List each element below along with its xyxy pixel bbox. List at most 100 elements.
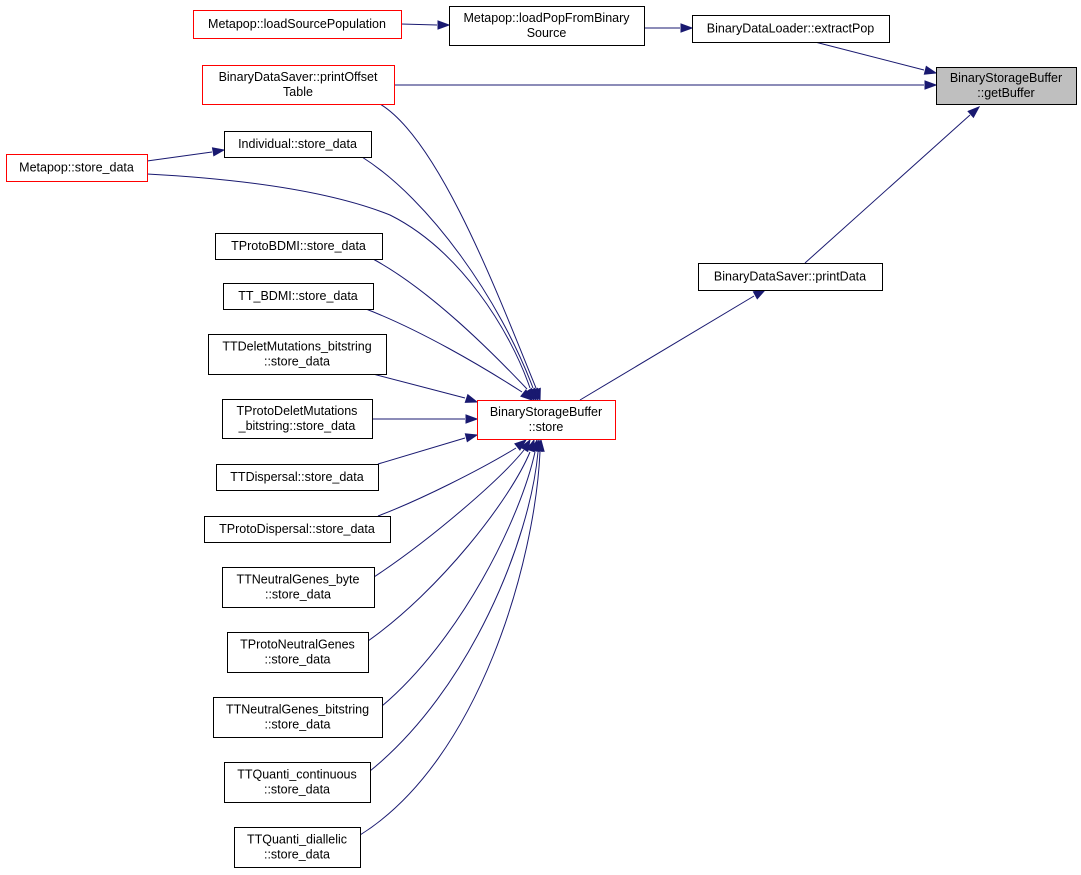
node-box — [216, 464, 379, 491]
arrowhead — [464, 433, 479, 443]
nodes-layer: BinaryStorageBuffer::getBufferBinaryData… — [6, 6, 1077, 868]
edge-line — [400, 23, 438, 26]
edge-extractPop-to-getBuffer — [814, 41, 938, 75]
node-box — [204, 516, 391, 543]
node-label: ::store_data — [264, 718, 330, 732]
arrowhead — [967, 106, 981, 119]
node-box — [208, 334, 387, 375]
node-ttNeutralBitstring[interactable]: TTNeutralGenes_bitstring::store_data — [213, 697, 383, 738]
node-extractPop[interactable]: BinaryDataLoader::extractPop — [692, 15, 890, 43]
node-label: BinaryDataLoader::extractPop — [707, 22, 875, 36]
arrowhead — [437, 20, 451, 30]
node-label: BinaryStorageBuffer — [490, 405, 602, 419]
node-ttDeletMutBitstring[interactable]: TTDeletMutations_bitstring::store_data — [208, 334, 387, 375]
node-label: TProtoDeletMutations — [237, 404, 358, 418]
node-individualStore[interactable]: Individual::store_data — [224, 131, 372, 158]
edge-line — [379, 103, 537, 389]
node-ttBDMI[interactable]: TT_BDMI::store_data — [223, 283, 374, 310]
node-label: Table — [283, 85, 313, 99]
arrowhead — [752, 289, 767, 300]
node-label: Individual::store_data — [238, 137, 357, 151]
node-label: TProtoBDMI::store_data — [231, 239, 366, 253]
node-box — [936, 67, 1077, 105]
node-label: TTQuanti_continuous — [237, 768, 357, 782]
node-label: ::store_data — [265, 588, 331, 602]
edge-ttBDMI-to-store — [365, 308, 534, 401]
node-label: TTDeletMutations_bitstring — [222, 340, 371, 354]
node-label: BinaryStorageBuffer — [950, 71, 1062, 85]
node-tprotoNeutral[interactable]: TProtoNeutralGenes::store_data — [227, 632, 369, 673]
node-ttNeutralByte[interactable]: TTNeutralGenes_byte::store_data — [222, 567, 375, 608]
edge-line — [372, 373, 466, 399]
arrowhead — [520, 389, 534, 401]
edge-line — [377, 447, 517, 517]
edge-line — [369, 451, 539, 772]
node-label: Metapop::loadPopFromBinary — [463, 11, 630, 25]
node-box — [449, 6, 645, 46]
node-tprotoDeletMut[interactable]: TProtoDeletMutations_bitstring::store_da… — [222, 399, 373, 439]
edge-line — [579, 295, 755, 401]
node-box — [698, 263, 883, 291]
edge-loadPopFromBinarySource-to-extractPop — [644, 23, 694, 33]
node-label: TTDispersal::store_data — [230, 470, 363, 484]
edge-line — [146, 151, 213, 162]
arrowhead — [923, 65, 938, 75]
node-tprotoDispersal[interactable]: TProtoDispersal::store_data — [204, 516, 391, 543]
arrowhead — [680, 23, 694, 33]
node-printData[interactable]: BinaryDataSaver::printData — [698, 263, 883, 291]
edge-line — [814, 41, 925, 71]
node-store[interactable]: BinaryStorageBuffer::store — [477, 400, 616, 440]
node-ttDispersal[interactable]: TTDispersal::store_data — [216, 464, 379, 491]
edge-line — [373, 449, 525, 578]
node-box — [222, 399, 373, 439]
node-label: TProtoDispersal::store_data — [219, 522, 375, 536]
edge-line — [381, 451, 536, 707]
node-label: BinaryDataSaver::printOffset — [219, 70, 378, 84]
node-box — [224, 762, 371, 803]
node-label: Source — [527, 26, 567, 40]
edge-line — [367, 451, 531, 642]
node-ttQuantiDiallelic[interactable]: TTQuanti_diallelic::store_data — [234, 827, 361, 868]
node-ttQuantiContinuous[interactable]: TTQuanti_continuous::store_data — [224, 762, 371, 803]
edge-ttDeletMutBitstring-to-store — [372, 373, 479, 403]
node-box — [6, 154, 148, 182]
node-metapopStore[interactable]: Metapop::store_data — [6, 154, 148, 182]
node-box — [224, 131, 372, 158]
edge-line — [377, 437, 466, 465]
edge-store-to-printData — [579, 289, 767, 401]
arrowhead — [535, 438, 545, 452]
node-label: TTNeutralGenes_bitstring — [226, 703, 369, 717]
node-box — [222, 567, 375, 608]
edge-printData-to-getBuffer — [804, 106, 981, 264]
arrowhead — [514, 439, 528, 451]
node-box — [227, 632, 369, 673]
node-box — [213, 697, 383, 738]
node-loadSourcePopulation[interactable]: Metapop::loadSourcePopulation — [193, 10, 402, 39]
edge-metapopStore-to-individualStore — [146, 147, 226, 162]
node-box — [223, 283, 374, 310]
node-label: TTNeutralGenes_byte — [237, 573, 360, 587]
node-box — [215, 233, 383, 260]
node-label: TProtoNeutralGenes — [240, 638, 355, 652]
arrowhead — [465, 414, 479, 424]
edge-line — [804, 114, 971, 264]
edge-tprotoBDMI-to-store — [372, 258, 535, 402]
edge-line — [365, 308, 523, 393]
arrowhead — [211, 147, 226, 157]
edge-printOffsetTable-to-getBuffer — [394, 80, 938, 90]
edge-line — [372, 258, 528, 390]
node-getBuffer: BinaryStorageBuffer::getBuffer — [936, 67, 1077, 105]
edge-ttDispersal-to-store — [377, 433, 479, 465]
edge-ttQuantiContinuous-to-store — [369, 438, 543, 772]
node-label: Metapop::store_data — [19, 161, 134, 175]
edges-layer — [146, 20, 981, 836]
node-box — [234, 827, 361, 868]
edge-line — [359, 451, 541, 836]
edge-line — [361, 156, 534, 389]
node-box — [202, 65, 395, 105]
node-tprotoBDMI[interactable]: TProtoBDMI::store_data — [215, 233, 383, 260]
arrowhead — [924, 80, 938, 90]
